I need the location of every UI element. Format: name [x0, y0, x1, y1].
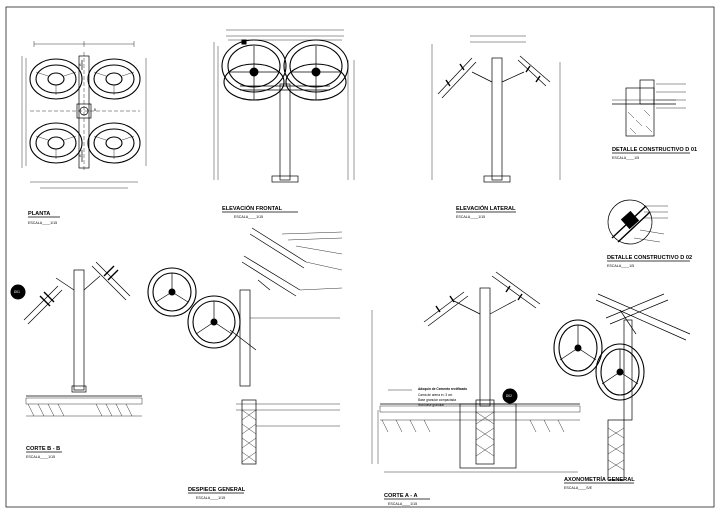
detalle-d01-scale: ESCALA____1/5 [612, 156, 639, 160]
despiece-scale: ESCALA____1/15 [196, 496, 225, 500]
elevacion-frontal-scale: ESCALA____1/15 [234, 215, 263, 219]
axonometria-title: AXONOMETRÍA GENERAL [564, 475, 635, 483]
detalle-d01-view: DETALLE CONSTRUCTIVO D 01 ESCALA____1/5 [612, 79, 697, 160]
corte-a-note-3: Base granular compactada [418, 398, 456, 402]
elevacion-lateral-view: ELEVACIÓN LATERAL ESCALA____1/15 [431, 35, 561, 219]
detalle-d02-scale: ESCALA____1/5 [607, 264, 634, 268]
planta-scale: ESCALA____1/15 [28, 221, 57, 225]
callout-d02: D02 [506, 394, 512, 398]
planta-view: A A B PLANTA ESCALA____1/15 [21, 41, 147, 225]
axonometria-scale: ESCALA____S/E [564, 486, 593, 490]
corte-b-title: CORTE B - B [26, 446, 60, 452]
detalle-d01-title: DETALLE CONSTRUCTIVO D 01 [612, 147, 697, 153]
sheet-border [5, 6, 715, 508]
despiece-title: DESPIECE GENERAL [188, 487, 246, 493]
planta-title: PLANTA [28, 211, 50, 217]
section-mark-b: B [94, 108, 96, 112]
callout-d01-left: D01 [14, 290, 20, 294]
elevacion-lateral-scale: ESCALA____1/15 [456, 215, 485, 219]
corte-a-note-2: Cama de arena e= 3 cm [418, 393, 453, 397]
corte-b-scale: ESCALA____1/15 [26, 455, 55, 459]
despiece-view: DESPIECE GENERAL ESCALA____1/15 [147, 227, 343, 500]
corte-a-view: D02 Adoquín de Cemento rectificado Cama … [371, 271, 581, 506]
elevacion-frontal-title: ELEVACIÓN FRONTAL [222, 204, 283, 212]
elevacion-frontal-view: ELEVACIÓN FRONTAL ESCALA____1/15 [213, 29, 355, 219]
corte-a-note-4: Sub base granular [418, 403, 445, 407]
detalle-d02-view: DETALLE CONSTRUCTIVO D 02 ESCALA____1/5 [607, 199, 692, 268]
detalle-d02-title: DETALLE CONSTRUCTIVO D 02 [607, 255, 692, 261]
corte-a-note-1: Adoquín de Cemento rectificado [418, 387, 467, 391]
corte-b-view: D01 CORTE B - B ESCALA____1/15 [10, 261, 143, 459]
corte-a-title: CORTE A - A [384, 493, 418, 499]
axonometria-view: AXONOMETRÍA GENERAL ESCALA____S/E [553, 293, 691, 490]
section-mark-a-top: A [79, 63, 82, 67]
section-mark-a-bottom: A [79, 154, 82, 158]
corte-a-scale: ESCALA____1/15 [388, 502, 417, 506]
elevacion-lateral-title: ELEVACIÓN LATERAL [456, 204, 516, 212]
